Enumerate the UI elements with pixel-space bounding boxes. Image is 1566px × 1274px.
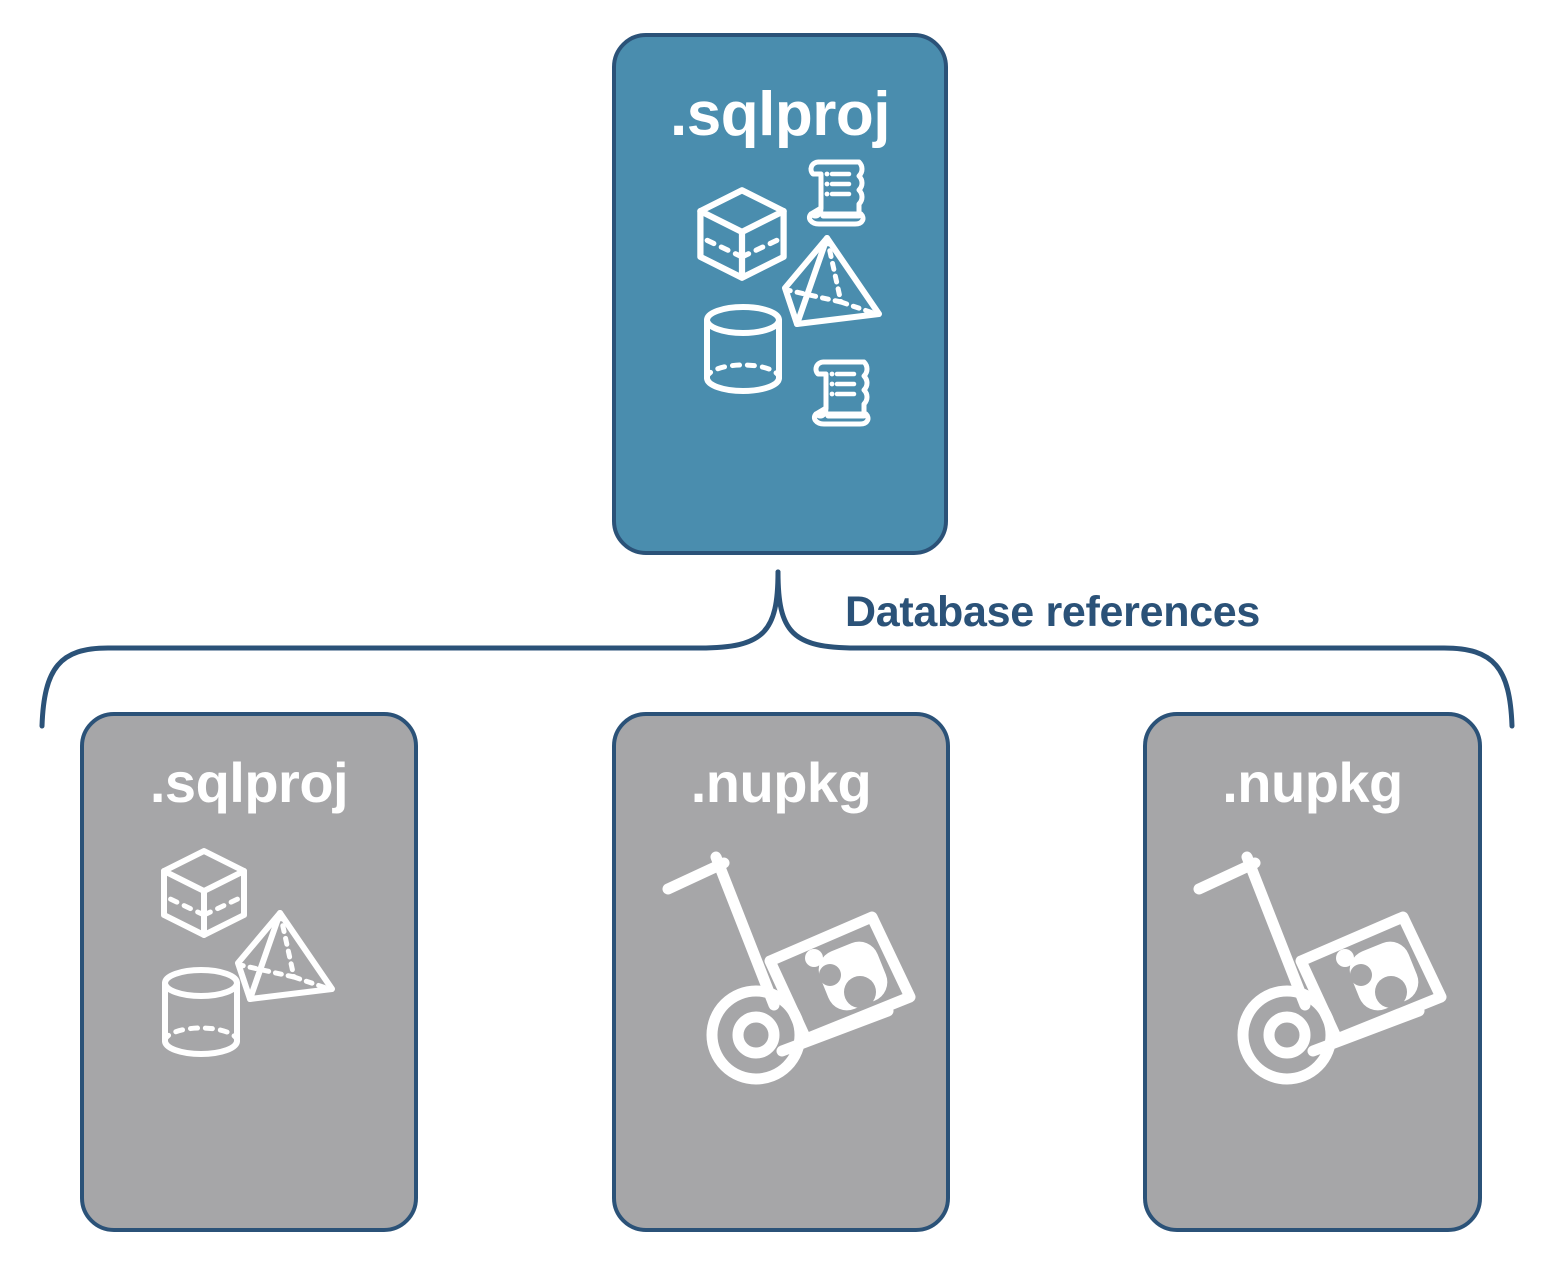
- node-root-icon-area: [616, 150, 944, 551]
- scroll-script-icon: [811, 359, 871, 427]
- node-child-nupkg-1[interactable]: .nupkg: [612, 712, 950, 1232]
- node-root-sqlproj[interactable]: .sqlproj: [612, 33, 948, 555]
- node-child-nupkg-2-title: .nupkg: [1222, 751, 1403, 814]
- node-child-nupkg-1-title: .nupkg: [690, 751, 872, 814]
- scroll-script-icon: [806, 159, 866, 227]
- pyramid-wireframe-icon: [782, 235, 882, 327]
- node-child-nupkg-2-icon-area: [1147, 815, 1478, 1228]
- nuget-package-dolly-icon: [662, 851, 916, 1085]
- node-child-sqlproj-title: .sqlproj: [149, 751, 349, 814]
- node-child-nupkg-1-icon-area: [616, 815, 946, 1228]
- node-child-sqlproj-icon-area: [84, 815, 414, 1228]
- cube-wireframe-icon: [697, 187, 787, 281]
- pyramid-wireframe-icon: [235, 910, 335, 1002]
- node-root-title: .sqlproj: [670, 80, 890, 149]
- connector-label: Database references: [845, 588, 1260, 636]
- node-child-nupkg-2[interactable]: .nupkg: [1143, 712, 1482, 1232]
- node-child-sqlproj[interactable]: .sqlproj: [80, 712, 418, 1232]
- nuget-package-dolly-icon: [1193, 851, 1447, 1085]
- cube-wireframe-icon: [161, 848, 247, 938]
- cylinder-wireframe-icon: [704, 304, 782, 394]
- cylinder-wireframe-icon: [162, 967, 240, 1057]
